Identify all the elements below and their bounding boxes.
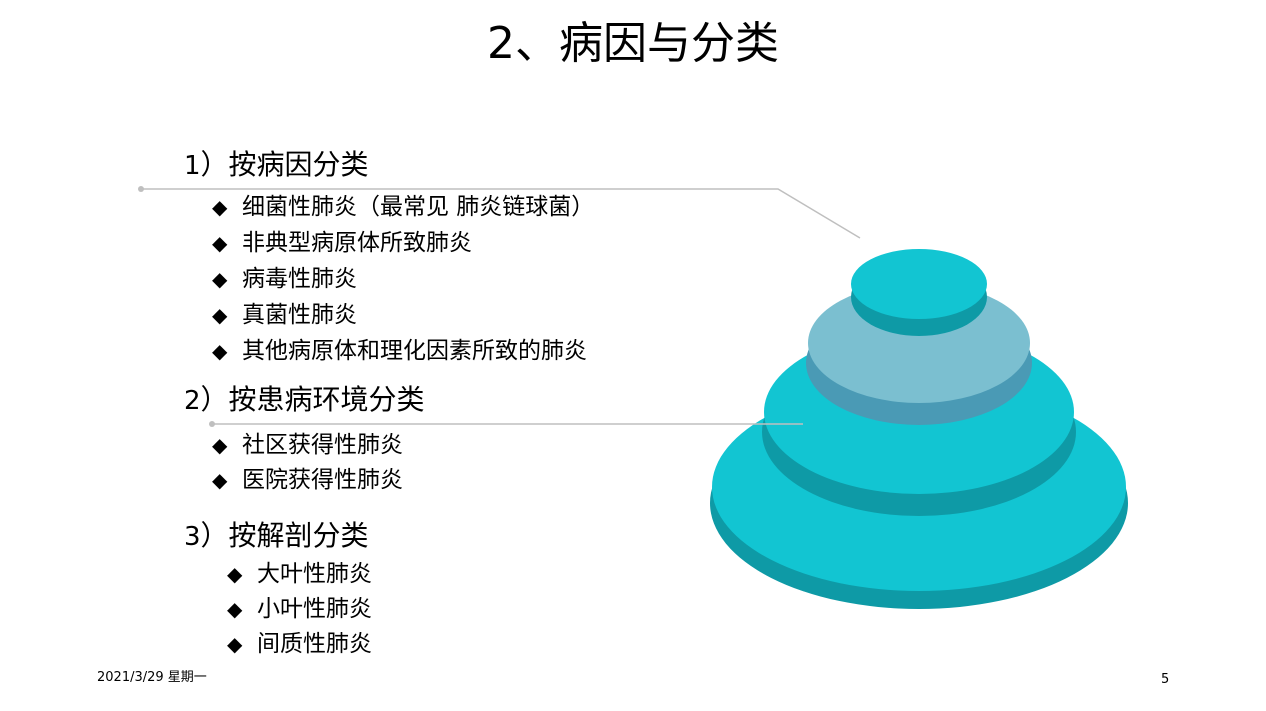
slide-title: 2、病因与分类 [487, 18, 779, 69]
diamond-bullet-icon: ◆ [212, 303, 228, 327]
list-item-text: 医院获得性肺炎 [242, 467, 403, 493]
list-item-text: 非典型病原体所致肺炎 [242, 230, 472, 256]
list-item: ◆ 医院获得性肺炎 [212, 464, 403, 496]
list-item: ◆ 细菌性肺炎（最常见 肺炎链球菌） [212, 191, 594, 223]
diamond-bullet-icon: ◆ [212, 433, 228, 457]
diamond-bullet-icon: ◆ [227, 562, 243, 586]
pyramid-tier-top [851, 249, 987, 336]
section-heading-1: 1）按病因分类 [184, 147, 369, 184]
diamond-bullet-icon: ◆ [212, 231, 228, 255]
diamond-bullet-icon: ◆ [212, 468, 228, 492]
diamond-bullet-icon: ◆ [227, 632, 243, 656]
list-item: ◆ 大叶性肺炎 [227, 558, 372, 590]
diamond-bullet-icon: ◆ [227, 597, 243, 621]
connector-line-1 [138, 186, 861, 239]
list-item: ◆ 其他病原体和理化因素所致的肺炎 [212, 335, 587, 367]
list-item-text: 间质性肺炎 [257, 631, 372, 657]
diamond-bullet-icon: ◆ [212, 339, 228, 363]
footer-date: 2021/3/29 星期一 [97, 670, 207, 685]
list-item: ◆ 小叶性肺炎 [227, 593, 372, 625]
list-item-text: 其他病原体和理化因素所致的肺炎 [242, 338, 587, 364]
list-item-text: 细菌性肺炎（最常见 肺炎链球菌） [242, 194, 595, 220]
diamond-bullet-icon: ◆ [212, 267, 228, 291]
diamond-bullet-icon: ◆ [212, 195, 228, 219]
section-label: ）按解剖分类 [200, 519, 369, 552]
list-item: ◆ 非典型病原体所致肺炎 [212, 227, 472, 259]
list-item-text: 真菌性肺炎 [242, 302, 357, 328]
list-item: ◆ 真菌性肺炎 [212, 299, 357, 331]
list-item-text: 社区获得性肺炎 [242, 432, 403, 458]
section-heading-3: 3）按解剖分类 [184, 518, 369, 555]
list-item-text: 小叶性肺炎 [257, 596, 372, 622]
section-number: 1 [184, 151, 201, 181]
list-item: ◆ 间质性肺炎 [227, 628, 372, 660]
list-item-text: 大叶性肺炎 [257, 561, 372, 587]
list-item: ◆ 社区获得性肺炎 [212, 429, 403, 461]
section-number: 3 [184, 522, 201, 552]
page-number: 5 [1161, 672, 1170, 687]
section-label: ）按病因分类 [200, 148, 369, 181]
section-label: ）按患病环境分类 [200, 383, 425, 416]
list-item-text: 病毒性肺炎 [242, 266, 357, 292]
section-number: 2 [184, 386, 201, 416]
list-item: ◆ 病毒性肺炎 [212, 263, 357, 295]
connector-line-2 [209, 421, 803, 427]
section-heading-2: 2）按患病环境分类 [184, 382, 425, 419]
